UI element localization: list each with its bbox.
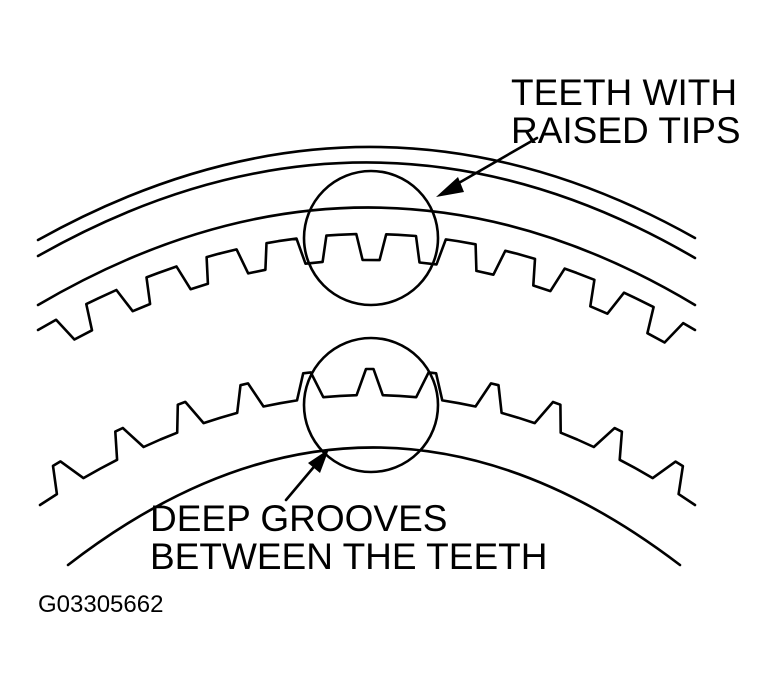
upper-gear-teeth xyxy=(36,232,697,344)
upper-gear-outer-ring xyxy=(36,145,697,242)
lower-gear-teeth xyxy=(38,367,697,507)
arrowhead-raised-tips xyxy=(436,177,464,197)
leader-line-raised-tips xyxy=(448,136,539,190)
upper-gear-rim xyxy=(36,206,697,307)
label-teeth-with: TEETH WITH xyxy=(511,72,738,113)
arrowhead-deep-grooves xyxy=(308,449,329,473)
label-between-the-teeth: BETWEEN THE TEETH xyxy=(150,536,548,577)
magnifier-circle-upper xyxy=(302,169,440,307)
lower-gear-hub-arc xyxy=(66,446,682,567)
figure-code: G03305662 xyxy=(38,591,164,618)
magnifier-circle-lower xyxy=(302,336,440,474)
leader-line-deep-grooves xyxy=(284,460,320,502)
label-deep-grooves: DEEP GROOVES xyxy=(150,498,448,539)
upper-gear-second-ring xyxy=(36,161,697,260)
label-raised-tips: RAISED TIPS xyxy=(511,110,741,151)
